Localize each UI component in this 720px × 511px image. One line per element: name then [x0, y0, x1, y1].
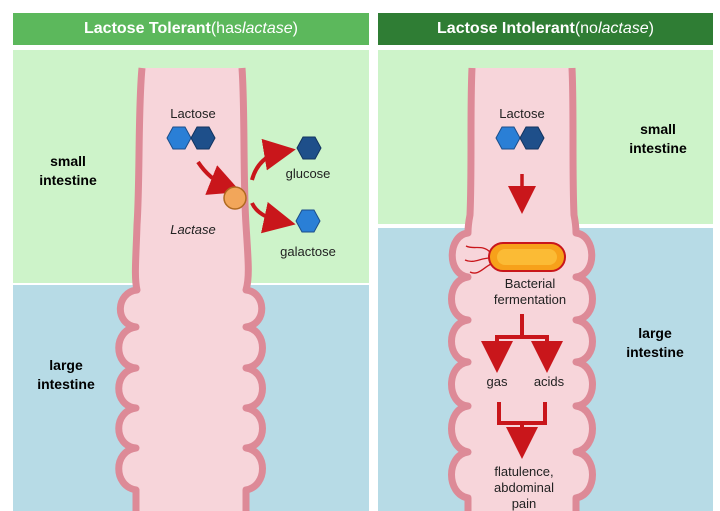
galactose-label: galactose: [280, 244, 336, 259]
header-paren-close: ): [292, 20, 298, 37]
header-paren-open: (has: [210, 20, 242, 37]
header-enzyme: lactase: [597, 20, 649, 37]
glucose-product-icon: [296, 136, 322, 160]
intestine-tube-right: [448, 67, 596, 511]
merge-arrow-icon: [497, 402, 547, 459]
lactose-label-left: Lactose: [170, 106, 216, 121]
intestine-tube-left: [115, 67, 266, 511]
header-paren-close: ): [648, 20, 654, 37]
lactose-label-right: Lactose: [499, 106, 545, 121]
glucose-label: glucose: [286, 166, 331, 181]
arrow-to-lactase-icon: [196, 160, 241, 195]
glucose-hexagon-icon: [190, 126, 216, 150]
header-lactose-intolerant: Lactose Intolerant (no lactase): [378, 13, 713, 45]
acids-label: acids: [534, 374, 565, 389]
gas-label: gas: [487, 374, 508, 389]
branch-arrow-icon: [481, 314, 563, 373]
arrow-to-glucose-icon: [250, 138, 296, 181]
bacterium-icon: [464, 242, 566, 274]
header-paren-open: (no: [574, 20, 598, 37]
lactase-enzyme-icon: [223, 186, 247, 210]
header-title: Lactose Tolerant: [84, 20, 211, 37]
header-title: Lactose Intolerant: [437, 20, 575, 37]
galactose-product-icon: [295, 209, 321, 233]
header-lactose-tolerant: Lactose Tolerant (has lactase): [13, 13, 369, 45]
header-enzyme: lactase: [241, 20, 293, 37]
lactase-label: Lactase: [170, 222, 216, 237]
arrow-to-galactose-icon: [250, 201, 296, 234]
glucose-hexagon-icon: [519, 126, 545, 150]
